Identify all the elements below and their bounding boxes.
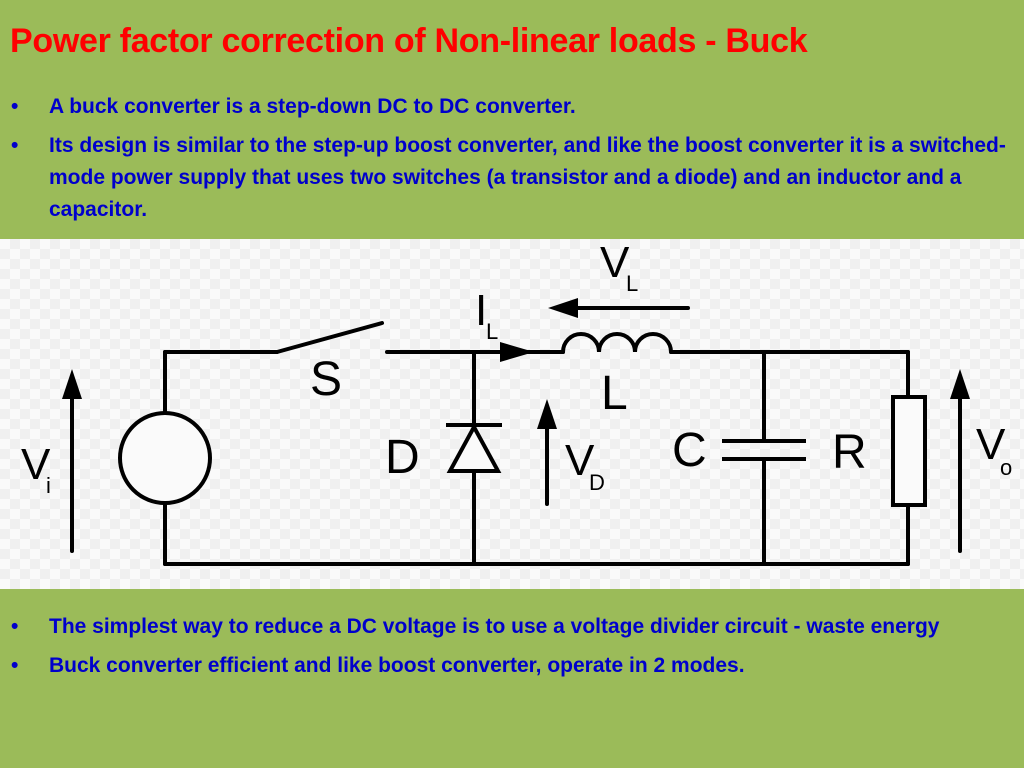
slide-title: Power factor correction of Non-linear lo… bbox=[10, 22, 808, 60]
diode-icon bbox=[446, 422, 502, 473]
bullet-item: Its design is similar to the step-up boo… bbox=[0, 130, 1009, 226]
label-il: I bbox=[475, 286, 487, 335]
bullet-item: Buck converter efficient and like boost … bbox=[0, 650, 1009, 682]
label-vd: V bbox=[565, 436, 595, 485]
label-vd-sub: D bbox=[589, 470, 605, 495]
bullet-item: The simplest way to reduce a DC voltage … bbox=[0, 611, 1009, 643]
label-c: C bbox=[672, 424, 707, 477]
bullet-item: A buck converter is a step-down DC to DC… bbox=[0, 91, 1009, 123]
capacitor-icon bbox=[722, 439, 806, 461]
resistor-icon bbox=[891, 395, 927, 507]
buck-converter-diagram: V L I L S L V i D V D C R V o bbox=[0, 239, 1024, 589]
inductor-coil bbox=[561, 332, 673, 354]
current-arrow-icon bbox=[500, 342, 534, 362]
voltage-source-icon bbox=[118, 411, 212, 505]
label-vo-sub: o bbox=[1000, 455, 1012, 480]
circuit-schematic: V L I L S L V i D V D C R V o bbox=[21, 239, 1012, 566]
label-s: S bbox=[310, 353, 342, 406]
label-vi-sub: i bbox=[46, 473, 51, 498]
label-l: L bbox=[601, 367, 628, 420]
bullet-list-top: A buck converter is a step-down DC to DC… bbox=[0, 91, 1009, 233]
label-vo: V bbox=[976, 420, 1006, 469]
bullet-list-bottom: The simplest way to reduce a DC voltage … bbox=[0, 611, 1009, 689]
label-d: D bbox=[385, 431, 420, 484]
vo-arrow-head-icon bbox=[950, 369, 970, 399]
vd-arrow-head-icon bbox=[537, 399, 557, 429]
label-vl-sub: L bbox=[626, 271, 638, 296]
label-r: R bbox=[832, 426, 867, 479]
switch-blade bbox=[275, 321, 384, 354]
label-il-sub: L bbox=[486, 319, 498, 344]
label-vi: V bbox=[21, 440, 51, 489]
vi-arrow-head-icon bbox=[62, 369, 82, 399]
vl-arrow-head-icon bbox=[548, 298, 578, 318]
label-vl: V bbox=[600, 239, 630, 287]
